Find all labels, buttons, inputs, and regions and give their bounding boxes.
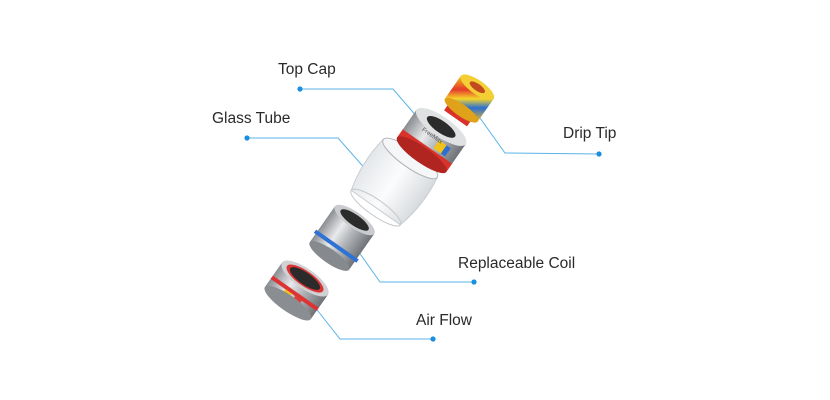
leader-dots [244,86,602,342]
glass-tube-image [350,137,439,227]
leader-replaceable-coil [355,247,474,283]
dot-replaceable-coil [471,279,477,285]
label-glass-tube: Glass Tube [212,110,291,127]
leader-glass-tube [247,137,369,173]
dot-glass-tube [244,135,250,141]
dot-top-cap [297,86,303,92]
leader-drip-tip [479,117,600,155]
label-drip-tip: Drip Tip [563,125,617,142]
top-cap-image: FreeMax [396,107,467,174]
air-flow-ring-image [264,260,329,321]
dot-air-flow [430,336,436,342]
label-replaceable-coil: Replaceable Coil [458,255,576,272]
leader-top-cap [300,88,419,119]
label-air-flow: Air Flow [416,312,472,329]
label-top-cap: Top Cap [278,61,336,78]
leader-lines [247,88,600,340]
replaceable-coil-image [309,204,375,271]
leader-air-flow [313,305,433,340]
drip-tip-image [444,74,495,127]
dot-drip-tip [596,151,602,157]
